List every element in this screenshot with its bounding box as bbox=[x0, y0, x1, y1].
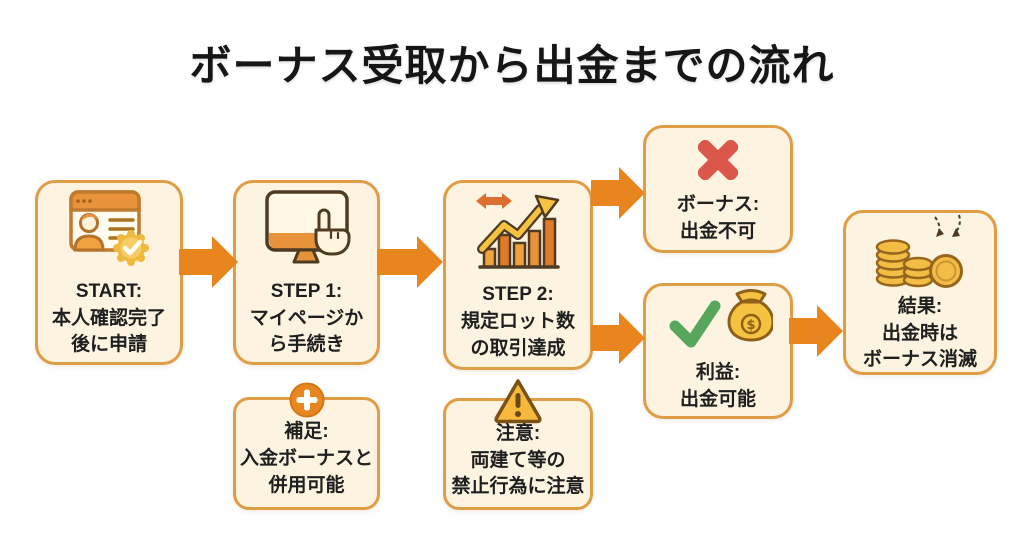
flow-node-result-label: 結果: 出金時は ボーナス消滅 bbox=[862, 295, 977, 371]
flow-node-start: START: 本人確認完了 後に申請 bbox=[35, 180, 183, 365]
flow-node-caution-label: 注意: 両建て等の 禁止行為に注意 bbox=[451, 422, 585, 498]
svg-text:$: $ bbox=[746, 318, 755, 333]
arrow-start-to-step1 bbox=[179, 236, 238, 288]
flow-node-result: 結果: 出金時は ボーナス消滅 bbox=[843, 210, 997, 375]
plus-icon bbox=[288, 381, 326, 419]
coins-icon bbox=[865, 211, 975, 289]
arrow-profit-to-result bbox=[789, 305, 843, 357]
arrow-step2-to-profit bbox=[591, 312, 645, 364]
flow-node-profit: $ 利益: 出金可能 bbox=[643, 283, 793, 419]
identity-verification-icon bbox=[61, 186, 157, 274]
warning-icon bbox=[491, 375, 545, 425]
check-moneybag-icon: $ bbox=[663, 288, 773, 355]
flow-node-bonus: ボーナス: 出金不可 bbox=[643, 125, 793, 253]
flow-node-bonus-label: ボーナス: 出金不可 bbox=[676, 193, 760, 242]
flow-node-caution: 注意: 両建て等の 禁止行為に注意 bbox=[443, 379, 593, 510]
mypage-monitor-click-icon bbox=[259, 186, 355, 274]
arrow-step1-to-step2 bbox=[377, 236, 443, 288]
arrow-step2-to-bonus bbox=[591, 167, 645, 219]
page-title: ボーナス受取から出金までの流れ bbox=[189, 42, 835, 89]
flow-node-note: 補足: 入金ボーナスと 併用可能 bbox=[233, 382, 380, 510]
flow-node-step1-label: STEP 1: マイページか ら手続き bbox=[249, 280, 364, 356]
flow-node-profit-label: 利益: 出金可能 bbox=[679, 361, 756, 410]
flow-node-step2: STEP 2: 規定ロット数 の取引達成 bbox=[443, 180, 593, 370]
flow-node-step1: STEP 1: マイページか ら手続き bbox=[233, 180, 380, 365]
cross-icon bbox=[691, 133, 745, 187]
flow-node-step2-label: STEP 2: 規定ロット数 の取引達成 bbox=[460, 284, 575, 359]
trading-volume-chart-icon bbox=[470, 187, 566, 277]
flow-node-note-label: 補足: 入金ボーナスと 併用可能 bbox=[239, 421, 373, 496]
flow-node-start-label: START: 本人確認完了 後に申請 bbox=[51, 280, 166, 356]
